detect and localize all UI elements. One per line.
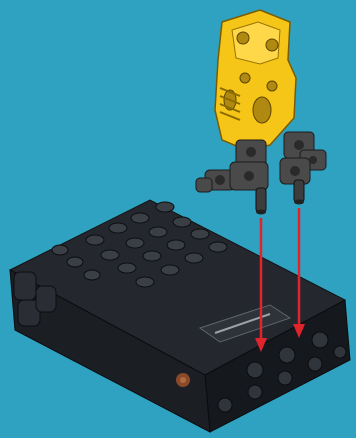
instruction-canvas bbox=[0, 0, 356, 438]
instruction-illustration bbox=[0, 0, 356, 438]
